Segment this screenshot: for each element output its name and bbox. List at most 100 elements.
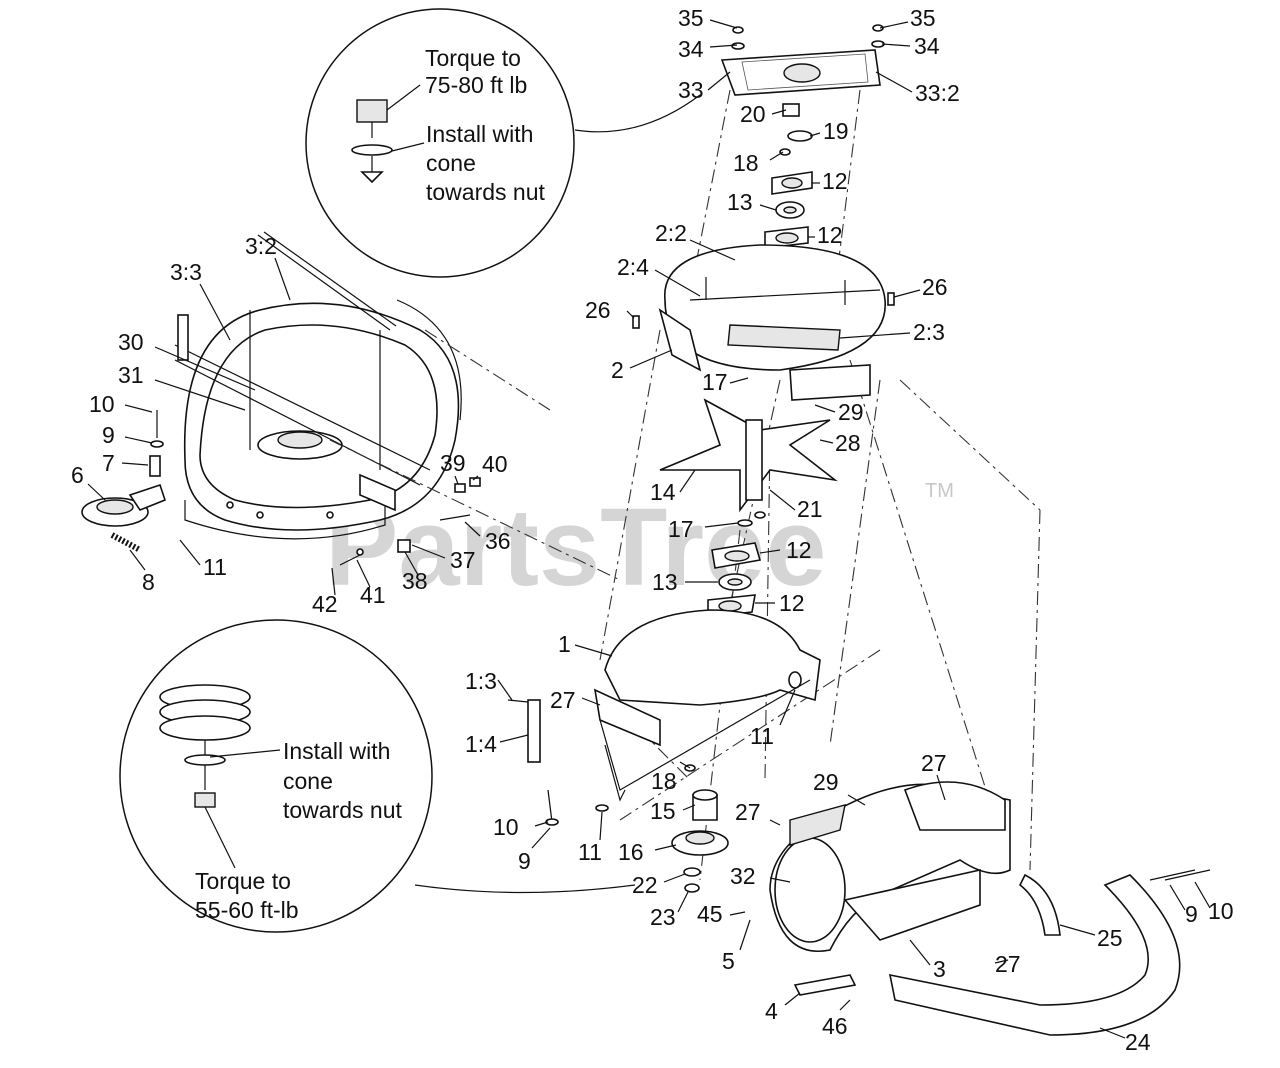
callout-label: 37	[450, 547, 476, 573]
discharge-chute	[769, 781, 1011, 996]
callout-label: 30	[118, 329, 144, 355]
callout-label: 35	[678, 5, 704, 31]
callout-label: 26	[922, 274, 948, 300]
callout-label: 2:4	[617, 254, 649, 280]
callout-label: 17	[668, 516, 694, 542]
note-top-install-line2: cone	[426, 150, 476, 176]
callout-label: 5	[722, 948, 735, 974]
callout-label: 36	[485, 528, 511, 554]
callout-label: 3:3	[170, 259, 202, 285]
callout-label: 10	[89, 391, 115, 417]
callout-label: 10	[493, 814, 519, 840]
callout-label: 10	[1208, 898, 1234, 924]
leader-lines	[87, 19, 1211, 1039]
callout-label: 16	[618, 839, 644, 865]
callout-label: 12	[822, 168, 848, 194]
callout-label: 24	[1125, 1029, 1151, 1055]
impeller	[659, 398, 838, 527]
callout-label: 27	[550, 687, 576, 713]
callout-label: 9	[518, 848, 531, 874]
callout-label: 27	[735, 799, 761, 825]
callout-label: 41	[360, 582, 386, 608]
callout-label: 15	[650, 798, 676, 824]
note-bottom-install-line3: towards nut	[283, 797, 403, 823]
watermark-tm: TM	[925, 480, 954, 502]
callout-label: 11	[578, 839, 602, 865]
callout-label: 28	[835, 430, 861, 456]
callout-label: 18	[651, 768, 677, 794]
bearing-stack-top	[764, 103, 813, 249]
note-top-torque-line1: Torque to	[425, 45, 521, 71]
callout-label: 34	[914, 33, 940, 59]
callout-label: 8	[142, 569, 155, 595]
callout-label: 40	[482, 451, 508, 477]
note-top-install-line1: Install with	[426, 121, 533, 147]
note-bottom-install: Install with cone towards nut	[283, 738, 403, 823]
callout-label: 2:3	[913, 319, 945, 345]
note-bottom-install-line2: cone	[283, 768, 333, 794]
note-bottom-torque-line2: 55-60 ft-lb	[195, 897, 299, 923]
callout-label: 4	[765, 998, 778, 1024]
top-cover	[632, 244, 895, 401]
callout-label: 29	[838, 399, 864, 425]
note-top-torque-line2: 75-80 ft lb	[425, 72, 527, 98]
rear-handle	[888, 869, 1211, 1036]
callout-label: 21	[797, 496, 823, 522]
idler-pulley-parts	[81, 410, 166, 553]
callout-label: 29	[813, 769, 839, 795]
callout-label: 33	[678, 77, 704, 103]
callout-label: 12	[779, 590, 805, 616]
callout-label: 7	[102, 450, 115, 476]
callout-label: 3	[933, 956, 946, 982]
callout-label: 11	[750, 723, 774, 749]
callout-label: 18	[733, 150, 759, 176]
callout-label: 34	[678, 36, 704, 62]
callout-label: 17	[702, 369, 728, 395]
callout-label: 2:2	[655, 220, 687, 246]
callout-label: 9	[1185, 901, 1198, 927]
callout-label: 11	[203, 554, 227, 580]
callout-label: 13	[727, 189, 753, 215]
hardware-left	[339, 477, 481, 566]
callout-label: 26	[585, 297, 611, 323]
callout-labels: 35 34 33 20 18 13 2:2 2:4 26 2 17 14 17 …	[71, 5, 1234, 1055]
note-top-install-line3: towards nut	[426, 179, 546, 205]
callout-label: 32	[730, 863, 756, 889]
decal-plate	[720, 24, 885, 96]
bearing-stack-middle	[707, 542, 762, 618]
callout-label: 23	[650, 904, 676, 930]
callout-label: 1	[558, 631, 571, 657]
callout-label: 39	[440, 450, 466, 476]
callout-label: 3:2	[245, 233, 277, 259]
blower-housing-assembly	[174, 231, 462, 540]
detail-circle-bottom	[119, 619, 636, 933]
callout-label: 27	[921, 750, 947, 776]
callout-label: 33:2	[915, 80, 960, 106]
callout-label: 22	[632, 872, 658, 898]
callout-label: 9	[102, 422, 115, 448]
callout-label: 19	[823, 118, 849, 144]
callout-label: 14	[650, 479, 676, 505]
callout-label: 12	[817, 222, 843, 248]
note-bottom-install-line1: Install with	[283, 738, 390, 764]
callout-label: 1:4	[465, 731, 497, 757]
callout-label: 25	[1097, 925, 1123, 951]
callout-label: 2	[611, 357, 624, 383]
note-bottom-torque-line1: Torque to	[195, 868, 291, 894]
note-bottom-torque: Torque to 55-60 ft-lb	[195, 868, 299, 923]
callout-label: 13	[652, 569, 678, 595]
callout-label: 31	[118, 362, 144, 388]
callout-label: 1:3	[465, 668, 497, 694]
drive-pulley-parts	[671, 789, 729, 893]
detail-circle-top	[305, 8, 701, 278]
callout-label: 12	[786, 537, 812, 563]
callout-label: 20	[740, 101, 766, 127]
callout-label: 6	[71, 462, 84, 488]
note-top-install: Install with cone towards nut	[426, 121, 546, 205]
callout-label: 42	[312, 591, 338, 617]
callout-label: 35	[910, 5, 936, 31]
callout-label: 27	[995, 951, 1021, 977]
callout-label: 46	[822, 1013, 848, 1039]
callout-label: 38	[402, 568, 428, 594]
